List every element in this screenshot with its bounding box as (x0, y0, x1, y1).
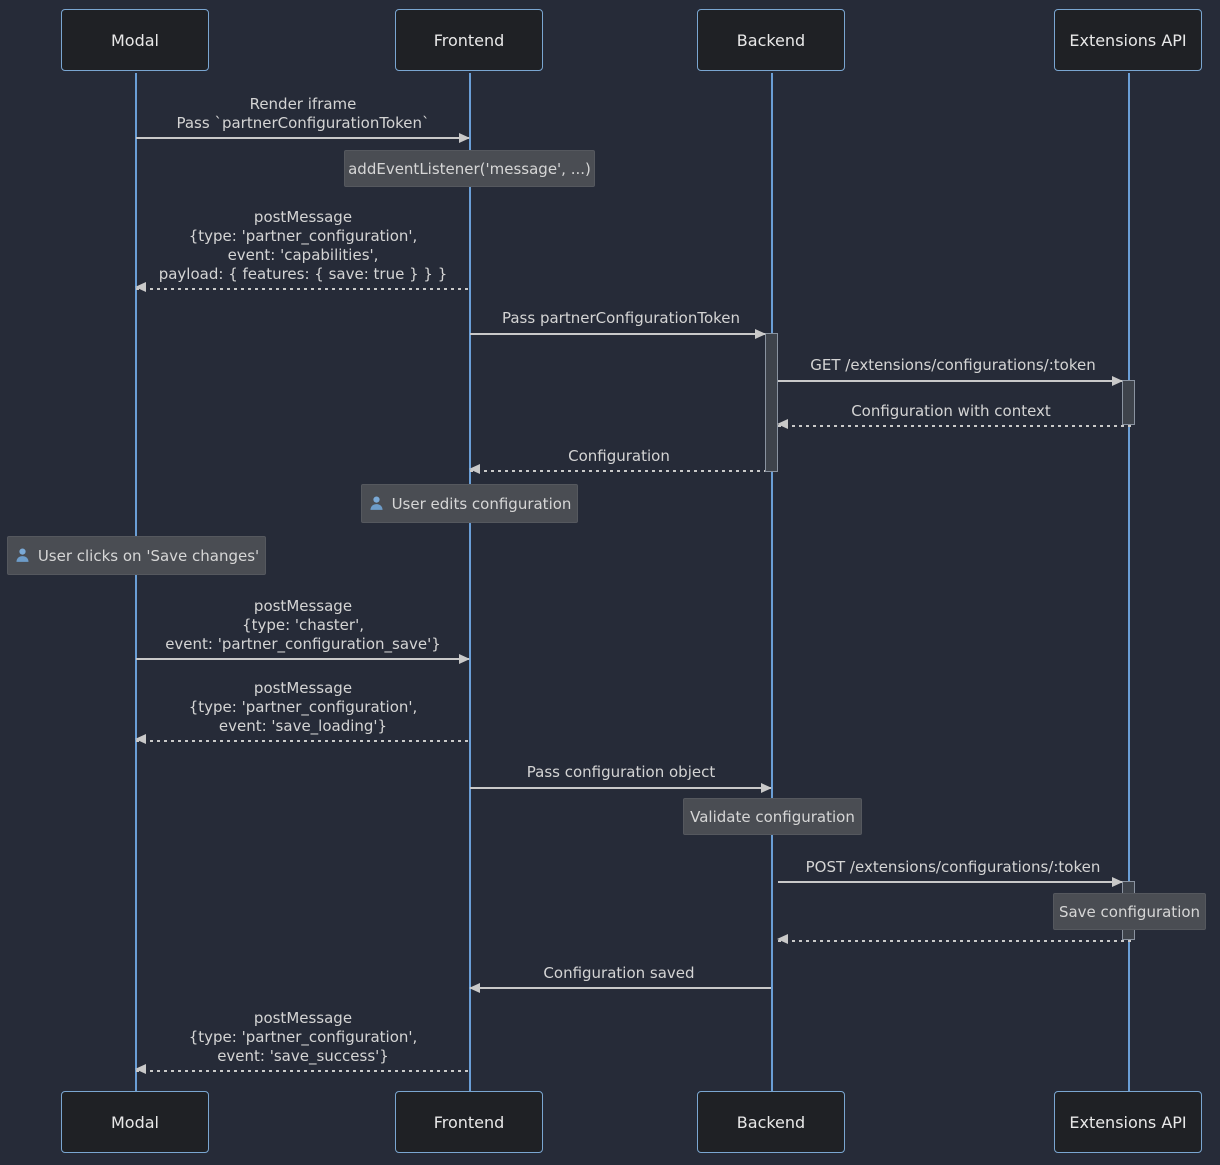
arrowhead-icon (755, 329, 766, 339)
actor-frontend-top: Frontend (395, 9, 543, 71)
actor-extensions-api-bottom: Extensions API (1054, 1091, 1202, 1153)
message-label-post-configurations: POST /extensions/configurations/:token (805, 858, 1101, 876)
arrowhead-icon (469, 464, 480, 474)
arrowhead-icon (1112, 376, 1123, 386)
arrow-postmessage-save-success (135, 1064, 469, 1074)
arrow-get-configurations (778, 376, 1123, 386)
message-label-postmessage-save-loading: postMessage {type: 'partner_configuratio… (188, 679, 418, 735)
lifeline-extensions-api (1128, 73, 1130, 1091)
arrow-post-configurations (778, 877, 1123, 887)
arrow-pass-configuration-object (470, 783, 772, 793)
actor-label: Modal (111, 30, 159, 50)
arrow-postmessage-save (136, 654, 470, 664)
note-label: Validate configuration (690, 807, 855, 826)
arrow-configuration-saved (469, 983, 771, 993)
arrowhead-icon (135, 282, 146, 292)
note-user-edits-configuration: User edits configuration (361, 484, 578, 523)
note-label: addEventListener('message', ...) (348, 159, 591, 178)
arrowhead-icon (469, 983, 480, 993)
actor-label: Backend (736, 1112, 806, 1132)
arrowhead-icon (777, 419, 788, 429)
message-label-configuration: Configuration (568, 447, 670, 465)
lifeline-frontend (469, 73, 471, 1091)
activation-backend (765, 333, 778, 472)
arrow-postmessage-save-loading (135, 734, 469, 744)
arrow-save-response (777, 934, 1135, 944)
actor-label: Extensions API (1069, 1112, 1187, 1132)
message-label-pass-configuration-object: Pass configuration object (526, 763, 716, 781)
message-label-postmessage-save-success: postMessage {type: 'partner_configuratio… (188, 1009, 418, 1065)
arrow-pass-token (470, 329, 766, 339)
message-label-render-iframe: Render iframe Pass `partnerConfiguration… (176, 95, 430, 132)
actor-backend-top: Backend (697, 9, 845, 71)
note-label: User edits configuration (391, 494, 572, 513)
message-label-postmessage-capabilities: postMessage {type: 'partner_configuratio… (158, 208, 448, 283)
actor-frontend-bottom: Frontend (395, 1091, 543, 1153)
actor-modal-bottom: Modal (61, 1091, 209, 1153)
actor-label: Modal (111, 1112, 159, 1132)
arrowhead-icon (777, 934, 788, 944)
actor-label: Frontend (433, 30, 505, 50)
arrowhead-icon (459, 133, 470, 143)
arrowhead-icon (135, 1064, 146, 1074)
note-validate-configuration: Validate configuration (683, 798, 862, 835)
arrow-configuration (469, 464, 765, 474)
actor-label: Frontend (433, 1112, 505, 1132)
arrowhead-icon (1112, 877, 1123, 887)
message-label-configuration-with-context: Configuration with context (851, 402, 1051, 420)
lifeline-modal (135, 73, 137, 1091)
message-label-get-configurations: GET /extensions/configurations/:token (810, 356, 1096, 374)
arrowhead-icon (459, 654, 470, 664)
actor-backend-bottom: Backend (697, 1091, 845, 1153)
actor-label: Extensions API (1069, 30, 1187, 50)
person-icon (16, 548, 29, 562)
actor-extensions-api-top: Extensions API (1054, 9, 1202, 71)
arrow-render-iframe (136, 133, 470, 143)
arrow-postmessage-capabilities (135, 282, 469, 292)
message-label-postmessage-save: postMessage {type: 'chaster', event: 'pa… (165, 597, 441, 653)
note-label: Save configuration (1058, 902, 1201, 921)
actor-label: Backend (736, 30, 806, 50)
person-icon (370, 496, 383, 510)
arrowhead-icon (761, 783, 772, 793)
actor-modal-top: Modal (61, 9, 209, 71)
note-add-event-listener: addEventListener('message', ...) (344, 150, 595, 187)
lifeline-backend (771, 73, 773, 1091)
message-label-pass-token: Pass partnerConfigurationToken (501, 309, 741, 327)
note-save-configuration: Save configuration (1053, 893, 1206, 930)
arrowhead-icon (135, 734, 146, 744)
note-label: User clicks on 'Save changes' (37, 546, 260, 565)
message-label-configuration-saved: Configuration saved (543, 964, 695, 982)
note-user-clicks-save-changes: User clicks on 'Save changes' (7, 536, 266, 575)
activation-extensions-api-1 (1122, 380, 1135, 425)
arrow-configuration-with-context (777, 419, 1135, 429)
